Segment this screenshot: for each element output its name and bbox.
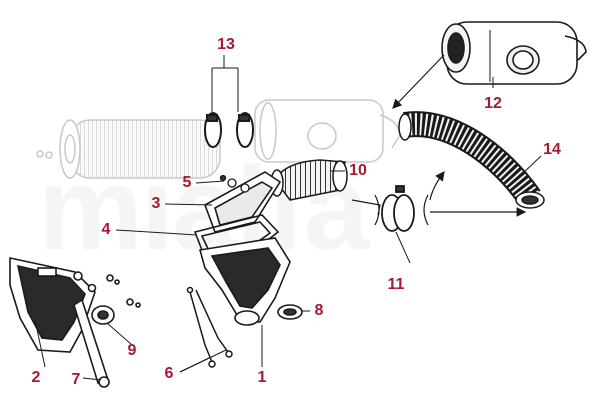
part-9-fitting	[91, 274, 141, 325]
callout-label-3: 3	[151, 195, 161, 212]
part-8-gasket-ring	[277, 304, 303, 320]
part-10-rubber-elbow	[270, 159, 348, 201]
assembly-guide-lines	[351, 54, 527, 226]
callout-label-7: 7	[71, 371, 81, 388]
callout-label-2: 2	[31, 369, 41, 386]
callout-label-4: 4	[101, 221, 111, 238]
callout-label-6: 6	[164, 365, 174, 382]
callout-label-1: 1	[257, 369, 267, 386]
part-14-corrugated-duct	[398, 111, 545, 209]
callout-label-11: 11	[387, 276, 405, 293]
part-2-lower-manifold	[9, 257, 97, 353]
part-13-hose-clamps	[204, 112, 254, 148]
part-7-rod	[73, 298, 110, 388]
callout-label-12: 12	[484, 95, 502, 112]
callout-label-8: 8	[314, 302, 324, 319]
callout-label-13: 13	[217, 36, 235, 53]
part-6-support-rods	[186, 286, 233, 368]
part-11-clamps	[381, 185, 415, 232]
callout-label-14: 14	[543, 141, 561, 158]
callout-label-9: 9	[127, 342, 137, 359]
callout-label-10: 10	[349, 162, 367, 179]
leader-lines	[34, 55, 542, 381]
part-1-manifold	[198, 237, 291, 326]
part-5-fasteners	[219, 174, 250, 193]
callout-label-5: 5	[182, 174, 192, 191]
ghost-air-filter-assembly	[36, 99, 401, 179]
part-12-air-filter-housing	[441, 21, 587, 85]
